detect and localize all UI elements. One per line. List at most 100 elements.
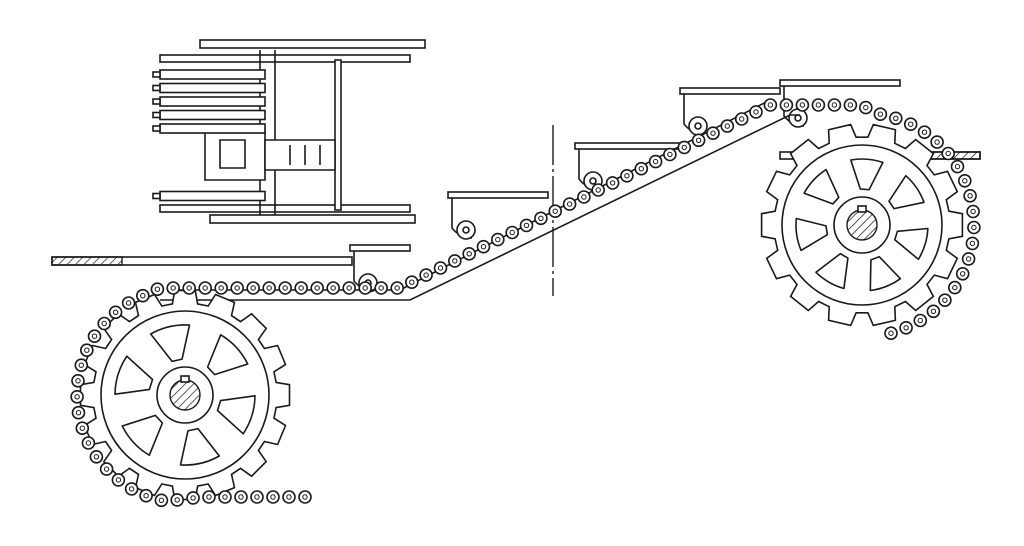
chain-pin xyxy=(74,394,80,400)
chain-pin xyxy=(908,121,914,127)
chain-roller xyxy=(278,281,293,295)
chain-pin xyxy=(140,293,146,299)
chain-pin xyxy=(282,285,288,291)
spoke-cutout xyxy=(815,252,849,290)
chain-pin xyxy=(101,320,107,327)
chain-pin xyxy=(739,116,745,122)
chain-roller xyxy=(447,254,462,268)
chain-pin xyxy=(967,193,973,199)
chain-pin xyxy=(945,150,951,157)
chain-pin xyxy=(234,285,240,291)
chain-pin xyxy=(222,494,228,500)
drive-coupling xyxy=(264,139,336,171)
chain-pin xyxy=(667,151,673,158)
chain-roller xyxy=(941,146,956,161)
step-roller xyxy=(688,116,708,136)
step-plate xyxy=(779,79,901,87)
chain-pin xyxy=(314,285,320,291)
spoke-cutout xyxy=(850,158,884,191)
chain-pin xyxy=(710,130,716,136)
chain-pin xyxy=(538,215,544,222)
chain-pin xyxy=(330,285,336,291)
slat-end xyxy=(152,125,161,132)
step-roller-axle xyxy=(589,177,597,185)
chain-pin xyxy=(128,486,135,492)
chain-pin xyxy=(218,285,224,291)
chain-roller xyxy=(75,421,90,436)
chain-pin xyxy=(125,300,132,306)
chain-roller xyxy=(433,261,448,275)
chain-pin xyxy=(302,494,308,500)
chain-pin xyxy=(78,362,85,368)
roller-slats xyxy=(152,69,266,202)
chain-pin xyxy=(254,494,260,500)
chain-pin xyxy=(962,178,968,184)
chain-pin xyxy=(495,236,501,243)
lower-sprocket xyxy=(79,289,291,501)
chain-roller xyxy=(182,281,196,295)
chain-roller xyxy=(888,111,903,126)
conveyor-steps xyxy=(349,79,901,293)
chain-roller xyxy=(961,252,976,266)
chain-pin xyxy=(799,102,806,108)
chain-roller xyxy=(99,462,114,476)
chain-roller xyxy=(490,232,505,247)
roller-slat xyxy=(159,96,266,107)
left-platform xyxy=(51,256,353,266)
chain-roller xyxy=(419,268,433,282)
chain-pin xyxy=(942,297,948,303)
chain-roller xyxy=(214,281,228,295)
chain-roller xyxy=(124,482,139,496)
chain-pin xyxy=(158,497,165,503)
shaft-key xyxy=(857,205,867,213)
chain-roller xyxy=(166,281,180,295)
step-plate xyxy=(574,142,681,150)
spoke-cutout xyxy=(114,355,154,395)
spoke-cutout xyxy=(803,168,840,205)
step-roller-axle xyxy=(462,226,470,234)
chain-roller xyxy=(390,281,405,295)
chain-pin xyxy=(624,173,630,179)
chain-pin xyxy=(423,272,429,278)
chain-roller xyxy=(548,204,563,218)
chain-pin xyxy=(238,494,244,500)
chain-pin xyxy=(190,495,196,501)
step-roller-axle xyxy=(694,122,702,130)
chain-pin xyxy=(965,256,972,262)
chain-roller xyxy=(950,159,965,174)
chain-roller xyxy=(965,236,980,251)
chain-pin xyxy=(930,308,937,314)
chain-pin xyxy=(695,137,702,144)
chain-roller xyxy=(218,490,232,504)
hub-housing xyxy=(204,129,266,181)
spoke-cutout xyxy=(216,395,256,435)
chain-pin xyxy=(174,497,180,503)
chain-roller xyxy=(519,218,534,233)
chain-roller xyxy=(873,107,888,121)
chain-roller xyxy=(71,405,86,420)
chain-roller xyxy=(154,493,169,508)
chain-roller xyxy=(605,176,620,190)
chain-pin xyxy=(652,158,659,165)
chain-pin xyxy=(270,494,276,500)
chain-roller xyxy=(250,490,264,504)
chain-roller xyxy=(150,282,165,297)
chain-roller xyxy=(734,112,749,126)
chain-pin xyxy=(250,285,256,291)
chain-pin xyxy=(960,271,966,277)
roller-slat xyxy=(159,82,266,94)
chain-roller xyxy=(691,133,706,148)
chain-pin xyxy=(609,180,616,186)
chain-pin xyxy=(143,493,149,499)
slat-end xyxy=(152,98,161,105)
chain-roller xyxy=(534,211,548,226)
chain-roller xyxy=(294,281,309,295)
slat-end xyxy=(152,111,161,119)
chain-roller xyxy=(282,490,296,504)
chain-roller xyxy=(620,169,634,183)
chain-roller xyxy=(198,281,212,295)
chain-pin xyxy=(969,240,976,247)
shaft-section xyxy=(169,379,201,411)
chain-pin xyxy=(378,285,384,291)
chain-roller xyxy=(374,281,389,295)
